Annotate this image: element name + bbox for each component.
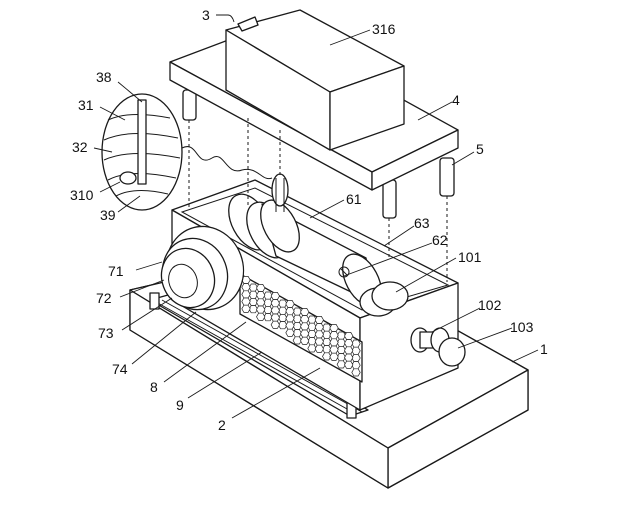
mesh-cell	[270, 306, 280, 315]
mesh-cell	[285, 314, 295, 323]
mesh-cell	[329, 338, 339, 347]
mesh-cell	[307, 344, 317, 353]
label-4: 4	[452, 92, 460, 108]
label-310: 310	[70, 187, 94, 203]
mesh-cell	[344, 353, 354, 362]
mesh-cell	[351, 368, 361, 377]
mesh-cell	[300, 308, 310, 316]
mesh-cell	[241, 290, 251, 299]
mesh-cell	[336, 360, 346, 369]
mesh-cell	[270, 299, 280, 308]
mesh-cell	[256, 284, 266, 292]
mesh-cell	[300, 329, 310, 338]
label-103: 103	[510, 319, 534, 335]
mesh-cell	[285, 321, 295, 330]
label-62: 62	[432, 232, 448, 248]
label-5: 5	[476, 141, 484, 157]
mesh-panel	[239, 273, 363, 383]
label-72: 72	[96, 290, 112, 306]
pulley-wheel	[160, 225, 245, 311]
alignment-lines	[188, 118, 448, 282]
mesh-cell	[314, 323, 324, 332]
label-73: 73	[98, 325, 114, 341]
mesh-cell	[314, 330, 324, 339]
side-knob	[410, 327, 466, 367]
label-9: 9	[176, 397, 184, 413]
label-31: 31	[78, 97, 94, 113]
mesh-cell	[344, 360, 354, 369]
mesh-cell	[270, 313, 280, 322]
mesh-cell	[329, 331, 339, 340]
label-101: 101	[458, 249, 482, 265]
mesh-cell	[241, 304, 251, 313]
mesh-cell	[256, 291, 266, 300]
leader-lines	[93, 14, 539, 419]
mesh-cell	[241, 283, 251, 292]
mesh-cell	[322, 352, 332, 361]
motor-cylinder	[228, 173, 409, 317]
mesh-cell	[270, 292, 280, 300]
mesh-cell	[300, 336, 310, 345]
mesh-cell	[285, 300, 295, 308]
mesh-cell	[329, 352, 339, 361]
label-74: 74	[112, 361, 128, 377]
label-39: 39	[100, 207, 116, 223]
mesh-cell	[314, 337, 324, 346]
label-2: 2	[218, 417, 226, 433]
label-102: 102	[478, 297, 502, 313]
label-61: 61	[346, 191, 362, 207]
label-32: 32	[72, 139, 88, 155]
mesh-cell	[344, 332, 354, 340]
detail-callout	[101, 93, 273, 211]
label-8: 8	[150, 379, 158, 395]
mesh-cell	[256, 305, 266, 314]
mesh-cell	[300, 322, 310, 331]
mesh-cell	[329, 324, 339, 332]
part-labels: 3 316 4 5 38 31 32 310 39 61 63 62 101 7…	[70, 7, 548, 433]
mesh-cell	[285, 328, 295, 337]
cover-plate	[169, 9, 459, 219]
label-38: 38	[96, 69, 112, 85]
mesh-cell	[270, 320, 280, 329]
label-3: 3	[202, 7, 210, 23]
mesh-cell	[344, 346, 354, 355]
mesh-cell	[344, 339, 354, 348]
mesh-cell	[285, 307, 295, 316]
label-316: 316	[372, 21, 396, 37]
mesh-cell	[256, 298, 266, 307]
label-71: 71	[108, 263, 124, 279]
mesh-cell	[314, 316, 324, 324]
mesh-cell	[314, 344, 324, 353]
label-1: 1	[540, 341, 548, 357]
mesh-cell	[241, 297, 251, 306]
mesh-cell	[300, 315, 310, 324]
mesh-cell	[256, 312, 266, 321]
mesh-cell	[329, 345, 339, 354]
label-63: 63	[414, 215, 430, 231]
mesh-cell	[292, 336, 302, 345]
